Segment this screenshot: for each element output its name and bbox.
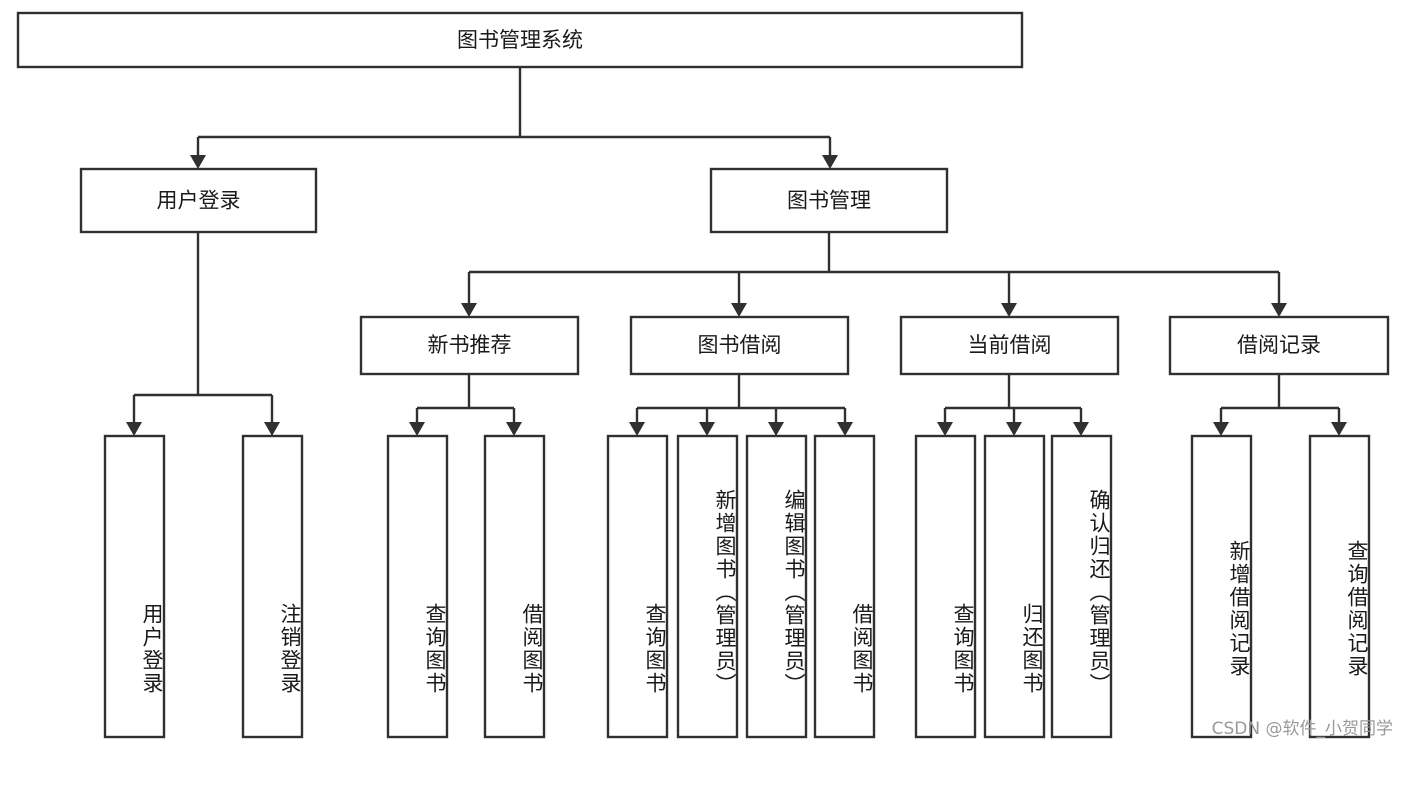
arrowhead-leaf-query-book-2 [629,422,645,436]
leaf-user-login[interactable] [103,434,166,739]
csdn-watermark: CSDN @软件_小贺同学 [1211,719,1393,739]
node-current-borrow-label: 当前借阅 [968,333,1052,357]
node-borrow-record[interactable] [1168,315,1390,376]
arrowhead-leaf-add-record [1213,422,1229,436]
diagram-canvas: 图书管理系统 用户登录 图书管理 新书推荐 图书借阅 当前借阅 借阅记录 [16,11,1393,739]
leaf-add-record[interactable] [1190,434,1253,739]
node-current-borrow[interactable] [899,315,1120,376]
leaf-query-book-2[interactable] [606,434,669,739]
arrowhead-leaf-borrow-book-2 [837,422,853,436]
arrowhead-user-login [190,155,206,169]
arrowhead-leaf-user-login [126,422,142,436]
boxes-layer: 图书管理系统 用户登录 图书管理 新书推荐 图书借阅 当前借阅 借阅记录 [16,11,1390,739]
node-user-login[interactable] [79,167,318,234]
node-new-book-rec-label: 新书推荐 [428,333,512,357]
leaf-edit-book[interactable] [745,434,808,739]
node-root-system[interactable] [16,11,1024,69]
arrowhead-leaf-logout [264,422,280,436]
leaf-borrow-book-1[interactable] [483,434,546,739]
node-new-book-rec[interactable] [359,315,580,376]
arrowhead-book-manage [822,155,838,169]
node-book-borrow-label: 图书借阅 [698,333,782,357]
arrowhead-book-borrow [731,303,747,317]
leaf-logout[interactable] [241,434,304,739]
arrowhead-leaf-confirm-return [1073,422,1089,436]
leaf-add-book[interactable] [676,434,739,739]
connectors-layer [126,67,1347,436]
arrowhead-leaf-borrow-book-1 [506,422,522,436]
leaf-query-record[interactable] [1308,434,1371,739]
leaf-query-book-3[interactable] [914,434,977,739]
node-borrow-record-label: 借阅记录 [1237,333,1321,357]
leaf-return-book[interactable] [983,434,1046,739]
leaf-query-book-1[interactable] [386,434,449,739]
node-user-login-label: 用户登录 [157,189,241,213]
leaf-borrow-book-2[interactable] [813,434,876,739]
arrowhead-leaf-query-book-3 [937,422,953,436]
flowchart-svg: 图书管理系统 用户登录 图书管理 新书推荐 图书借阅 当前借阅 借阅记录 [16,11,1390,739]
node-root-system-label: 图书管理系统 [457,28,583,52]
leaf-confirm-return[interactable] [1050,434,1113,739]
arrowhead-leaf-query-book-1 [409,422,425,436]
arrowhead-current-borrow [1001,303,1017,317]
arrowhead-leaf-return-book [1006,422,1022,436]
node-book-borrow[interactable] [629,315,850,376]
node-book-manage-label: 图书管理 [787,189,871,213]
arrowhead-leaf-edit-book [768,422,784,436]
arrowhead-borrow-record [1271,303,1287,317]
node-book-manage[interactable] [709,167,949,234]
arrowhead-new-book-rec [461,303,477,317]
arrowhead-leaf-add-book [699,422,715,436]
arrowhead-leaf-query-record [1331,422,1347,436]
